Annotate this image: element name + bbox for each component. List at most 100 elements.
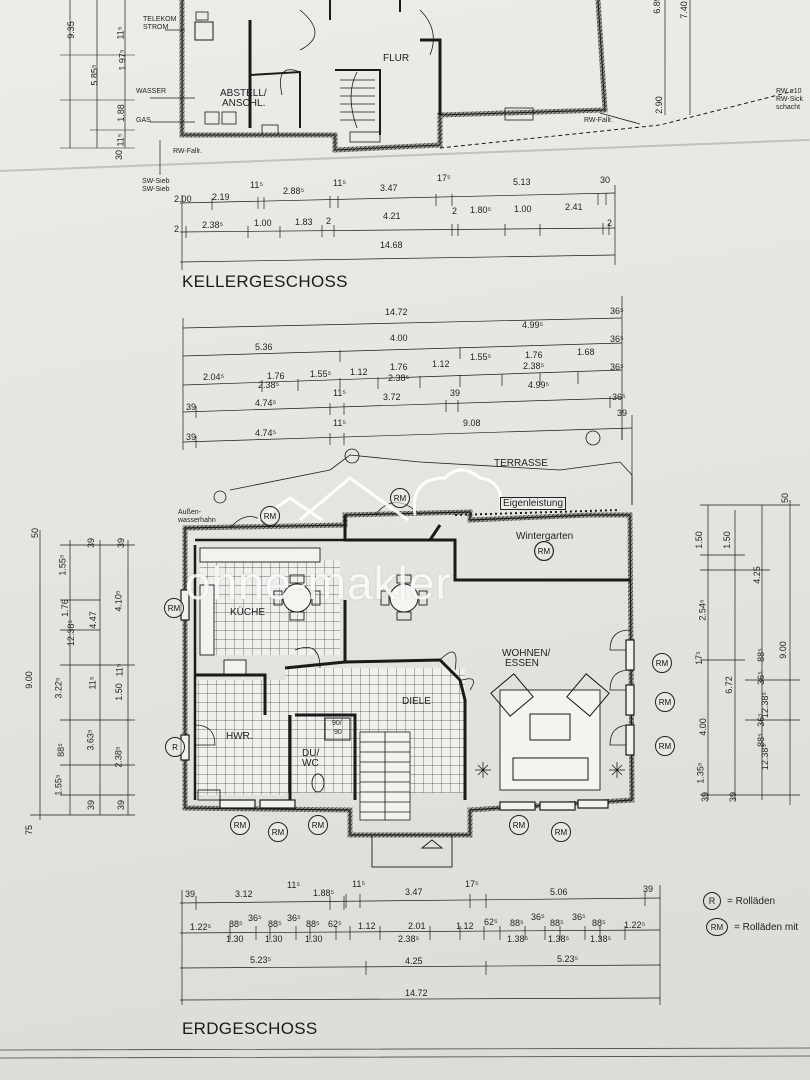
eg-top-r4-1: 4.74⁵ xyxy=(255,398,277,408)
eg-left-dim-2: 1.76 xyxy=(59,599,70,617)
eg-top-r2-2: 4.99⁵ xyxy=(522,320,544,330)
eg-left-dim-5: 88⁵ xyxy=(55,743,66,757)
room-wc: WC xyxy=(302,758,319,769)
eg-bot-r2-13: 88⁵ xyxy=(550,918,564,928)
eg-bot-r2-3: 88⁵ xyxy=(268,919,282,929)
eg-right-dim-2: 17⁵ xyxy=(693,651,704,665)
eg-top-r2-0: 5.36 xyxy=(255,342,273,352)
eg-bot-r3-2: 5.23⁵ xyxy=(557,954,579,964)
eg-top-r2-3: 36⁵ xyxy=(610,334,624,344)
kg-dim-left-0: 9.35 xyxy=(65,21,76,39)
eg-top-r3-7: 1.76 xyxy=(525,350,543,360)
eg-right-dim-0: 1.50 xyxy=(693,531,704,549)
eg-bot-r2b-0: 1.30 xyxy=(226,934,244,944)
kg-dim-r2-1: 2.38⁵ xyxy=(202,220,224,230)
eg-top-r3-3: 1.12 xyxy=(350,367,368,377)
kg-dim-r1-8: 30 xyxy=(600,175,611,185)
kg-dim-r2-4: 2 xyxy=(326,216,332,226)
kg-dim-r1-1: 2.19 xyxy=(212,192,230,202)
eg-bot-r1-1: 3.12 xyxy=(235,889,253,899)
label-aussenwasserhahn-2: wasserhahn xyxy=(178,517,216,524)
label-shower-size-2: 90 xyxy=(334,729,342,736)
eg-left-dim-19: 39 xyxy=(116,537,127,549)
eg-top-r3-1: 1.76 xyxy=(267,371,285,381)
label-rw-fallrohr: RW-Fallr. xyxy=(173,148,202,155)
eg-bot-r2-9: 1.12 xyxy=(456,921,474,931)
kg-dim-r2-9: 2.41 xyxy=(565,202,583,212)
eg-bot-r1-4: 11⁵ xyxy=(352,879,366,889)
eg-top-r4-2: 11⁵ xyxy=(333,388,347,398)
eg-left-dim-6: 1.55⁵ xyxy=(53,774,64,796)
eg-bot-r1-5: 3.47 xyxy=(405,887,423,897)
kg-dim-left-6: 30 xyxy=(114,149,125,161)
label-wasser: WASSER xyxy=(136,88,167,95)
eg-right-dim-1: 2.54⁵ xyxy=(697,599,708,621)
eg-bot-r1-0: 39 xyxy=(185,889,196,899)
eg-bot-r2-2: 36⁵ xyxy=(248,913,262,923)
eg-right-dim-9: 4.25 xyxy=(751,566,762,584)
eg-bot-r2-8: 2.01 xyxy=(408,921,426,931)
eg-left-dim-11: 11⁵ xyxy=(114,663,125,677)
shutter-mark: RM xyxy=(308,815,328,835)
legend-rollladen-motor: RM = Rolläden mit xyxy=(706,918,798,936)
label-sw-sieb-1: SW-Sieb xyxy=(142,178,170,185)
eg-right-dim-10: 9.00 xyxy=(777,641,788,659)
eg-left-dim-10: 3.63⁵ xyxy=(85,729,96,751)
eg-bot-r3-1: 4.25 xyxy=(405,956,423,966)
room-kueche: KÜCHE xyxy=(230,607,266,618)
label-rw-right-3: schacht xyxy=(776,104,801,111)
eg-bot-r2-11: 88⁵ xyxy=(510,918,524,928)
eg-bot-r2-16: 1.22⁵ xyxy=(624,920,646,930)
eg-bot-r2-10: 62⁵ xyxy=(484,917,498,927)
eg-bot-r2-0: 1.22⁵ xyxy=(190,922,212,932)
eg-top-r5-0: 39 xyxy=(186,432,197,442)
eg-right-dim-17: 12.38⁵ xyxy=(760,743,771,771)
kg-dim-right-0: 6.89 xyxy=(651,0,662,14)
title-erdgeschoss: ERDGESCHOSS xyxy=(182,1019,318,1038)
eg-right-dim-13: 36⁵ xyxy=(755,671,766,685)
kg-dim-r2-6: 2 xyxy=(452,206,458,216)
eg-bot-r1-3: 1.88⁵ xyxy=(313,888,335,898)
label-rw-fallrohr-right: RW-Fallr. xyxy=(584,117,613,124)
eg-right-dim-12: 88⁵ xyxy=(755,648,766,662)
sheet-border xyxy=(0,1047,810,1059)
eg-bot-r1-7: 5.06 xyxy=(550,887,568,897)
kg-dim-right-1: 7.40 xyxy=(678,1,689,19)
eg-left-dim-13: 1.50 xyxy=(113,683,124,701)
eg-top-r4-6: 36⁵ xyxy=(612,392,626,402)
shutter-mark: RM xyxy=(652,653,672,673)
room-essen: ESSEN xyxy=(505,658,539,669)
shutter-mark: RM xyxy=(260,506,280,526)
title-kellergeschoss: KELLERGESCHOSS xyxy=(182,272,348,291)
room-abstell: ABSTELL/ xyxy=(220,88,267,99)
ground-floor-bottom-dimension-chains xyxy=(179,885,661,1005)
eg-right-dim-16: 36⁵ xyxy=(755,713,766,727)
eg-right-dim-6: 1.50 xyxy=(721,531,732,549)
eg-top-r4-3: 3.72 xyxy=(383,392,401,402)
eg-bot-r2b-4: 1.38⁵ xyxy=(507,934,529,944)
eg-top-r3-2: 1.55⁵ xyxy=(310,369,332,379)
eg-left-dim-7: 75 xyxy=(24,824,35,836)
eg-right-dim-8: 39 xyxy=(728,791,739,803)
eg-bot-r1-6: 17⁵ xyxy=(465,879,479,889)
eg-right-dim-4: 1.35⁵ xyxy=(695,762,706,784)
eg-left-dim-14: 2.38⁵ xyxy=(113,746,124,768)
eg-bot-r1-2: 11⁵ xyxy=(287,880,301,890)
label-aussenwasserhahn-1: Außen- xyxy=(178,509,201,516)
eg-top-r5-2: 11⁵ xyxy=(333,418,347,428)
shutter-mark: RM xyxy=(390,488,410,508)
shutter-mark: RM xyxy=(509,815,529,835)
eg-left-dim-17: 50 xyxy=(30,527,41,539)
legend-rm-text: = Rolläden mit xyxy=(734,921,799,933)
eg-top-r3-5: 1.12 xyxy=(432,359,450,369)
kg-dim-r1-4: 11⁵ xyxy=(333,178,347,188)
legend-rm-symbol: RM xyxy=(706,918,728,936)
room-anschl: ANSCHL. xyxy=(222,98,266,109)
kg-dim-r2-0: 2 xyxy=(174,224,180,234)
eg-top-r3-6: 1.55⁵ xyxy=(470,352,492,362)
kg-dim-left-1: 5.85⁵ xyxy=(89,64,100,86)
eg-bot-r2-12: 36⁵ xyxy=(531,912,545,922)
side-dimension-chains xyxy=(30,500,800,820)
eg-bot-r3-0: 5.23⁵ xyxy=(250,955,272,965)
